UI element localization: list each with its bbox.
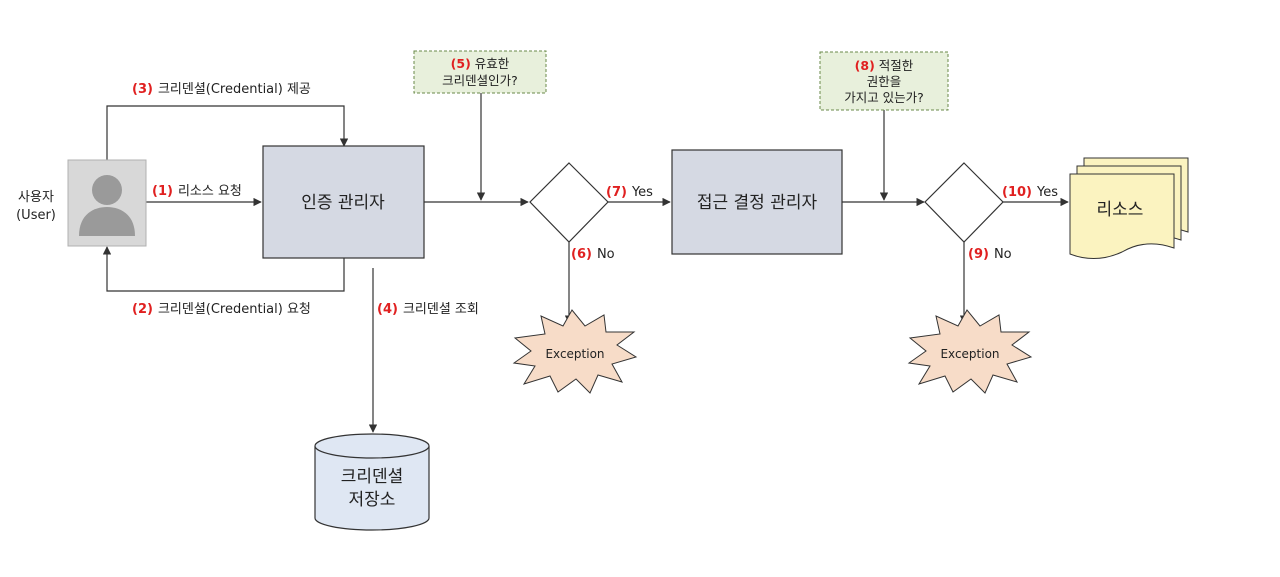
exception-node-2: Exception [907, 309, 1033, 394]
exception-label-2: Exception [940, 347, 999, 361]
decision-valid-credential [529, 162, 609, 243]
connectors [102, 93, 1069, 433]
step-7-label: (7)Yes [606, 185, 653, 200]
user-label-line1: 사용자 [18, 190, 54, 205]
credential-store-body [314, 446, 430, 531]
note-valid-credential: (5)유효한 크리덴셜인가? [413, 50, 547, 94]
note-proper-permission-line2: 권한을 [867, 74, 902, 89]
credential-store-node: 크리덴셜 저장소 [314, 433, 430, 531]
arrow-step-2 [102, 246, 345, 292]
resource-doc-front [1069, 173, 1175, 259]
note-proper-permission-line1: (8)적절한 [855, 58, 914, 73]
access-manager-box [671, 149, 843, 255]
note-valid-credential-line1: (5)유효한 [451, 56, 510, 71]
step-10-label: (10)Yes [1002, 185, 1058, 200]
access-manager-node: 접근 결정 관리자 [671, 149, 843, 255]
user-label-line2: (User) [16, 208, 56, 223]
note-valid-credential-line2: 크리덴셜인가? [442, 73, 518, 88]
resource-label: 리소스 [1097, 200, 1144, 220]
step-6-label: (6)No [571, 247, 615, 262]
credential-store-top [314, 433, 430, 459]
auth-manager-box [262, 145, 425, 259]
user-node: 사용자 (User) [16, 159, 147, 247]
step-9-label: (9)No [968, 247, 1012, 262]
credential-store-label-line2: 저장소 [349, 490, 396, 510]
user-avatar-icon [79, 175, 135, 236]
resource-node: 리소스 [1069, 157, 1189, 259]
exception-burst-2 [907, 309, 1033, 394]
credential-store-label-line1: 크리덴셜 [341, 467, 404, 487]
exception-burst-1 [512, 309, 638, 394]
auth-manager-label: 인증 관리자 [301, 193, 385, 213]
note-proper-permission-box [819, 51, 949, 111]
access-manager-label: 접근 결정 관리자 [697, 193, 818, 213]
auth-manager-node: 인증 관리자 [262, 145, 425, 259]
step-3-label: (3)크리덴셜(Credential) 제공 [132, 82, 311, 97]
exception-label-1: Exception [545, 347, 604, 361]
note-valid-credential-box [413, 50, 547, 94]
decision-proper-permission [924, 162, 1004, 243]
step-4-label: (4)크리덴셜 조회 [377, 302, 479, 317]
step-2-label: (2)크리덴셜(Credential) 요청 [132, 302, 311, 317]
note-proper-permission: (8)적절한 권한을 가지고 있는가? [819, 51, 949, 111]
note-proper-permission-line3: 가지고 있는가? [844, 90, 924, 105]
arrow-step-3 [106, 105, 349, 160]
step-1-label: (1)리소스 요청 [152, 184, 242, 199]
exception-node-1: Exception [512, 309, 638, 394]
